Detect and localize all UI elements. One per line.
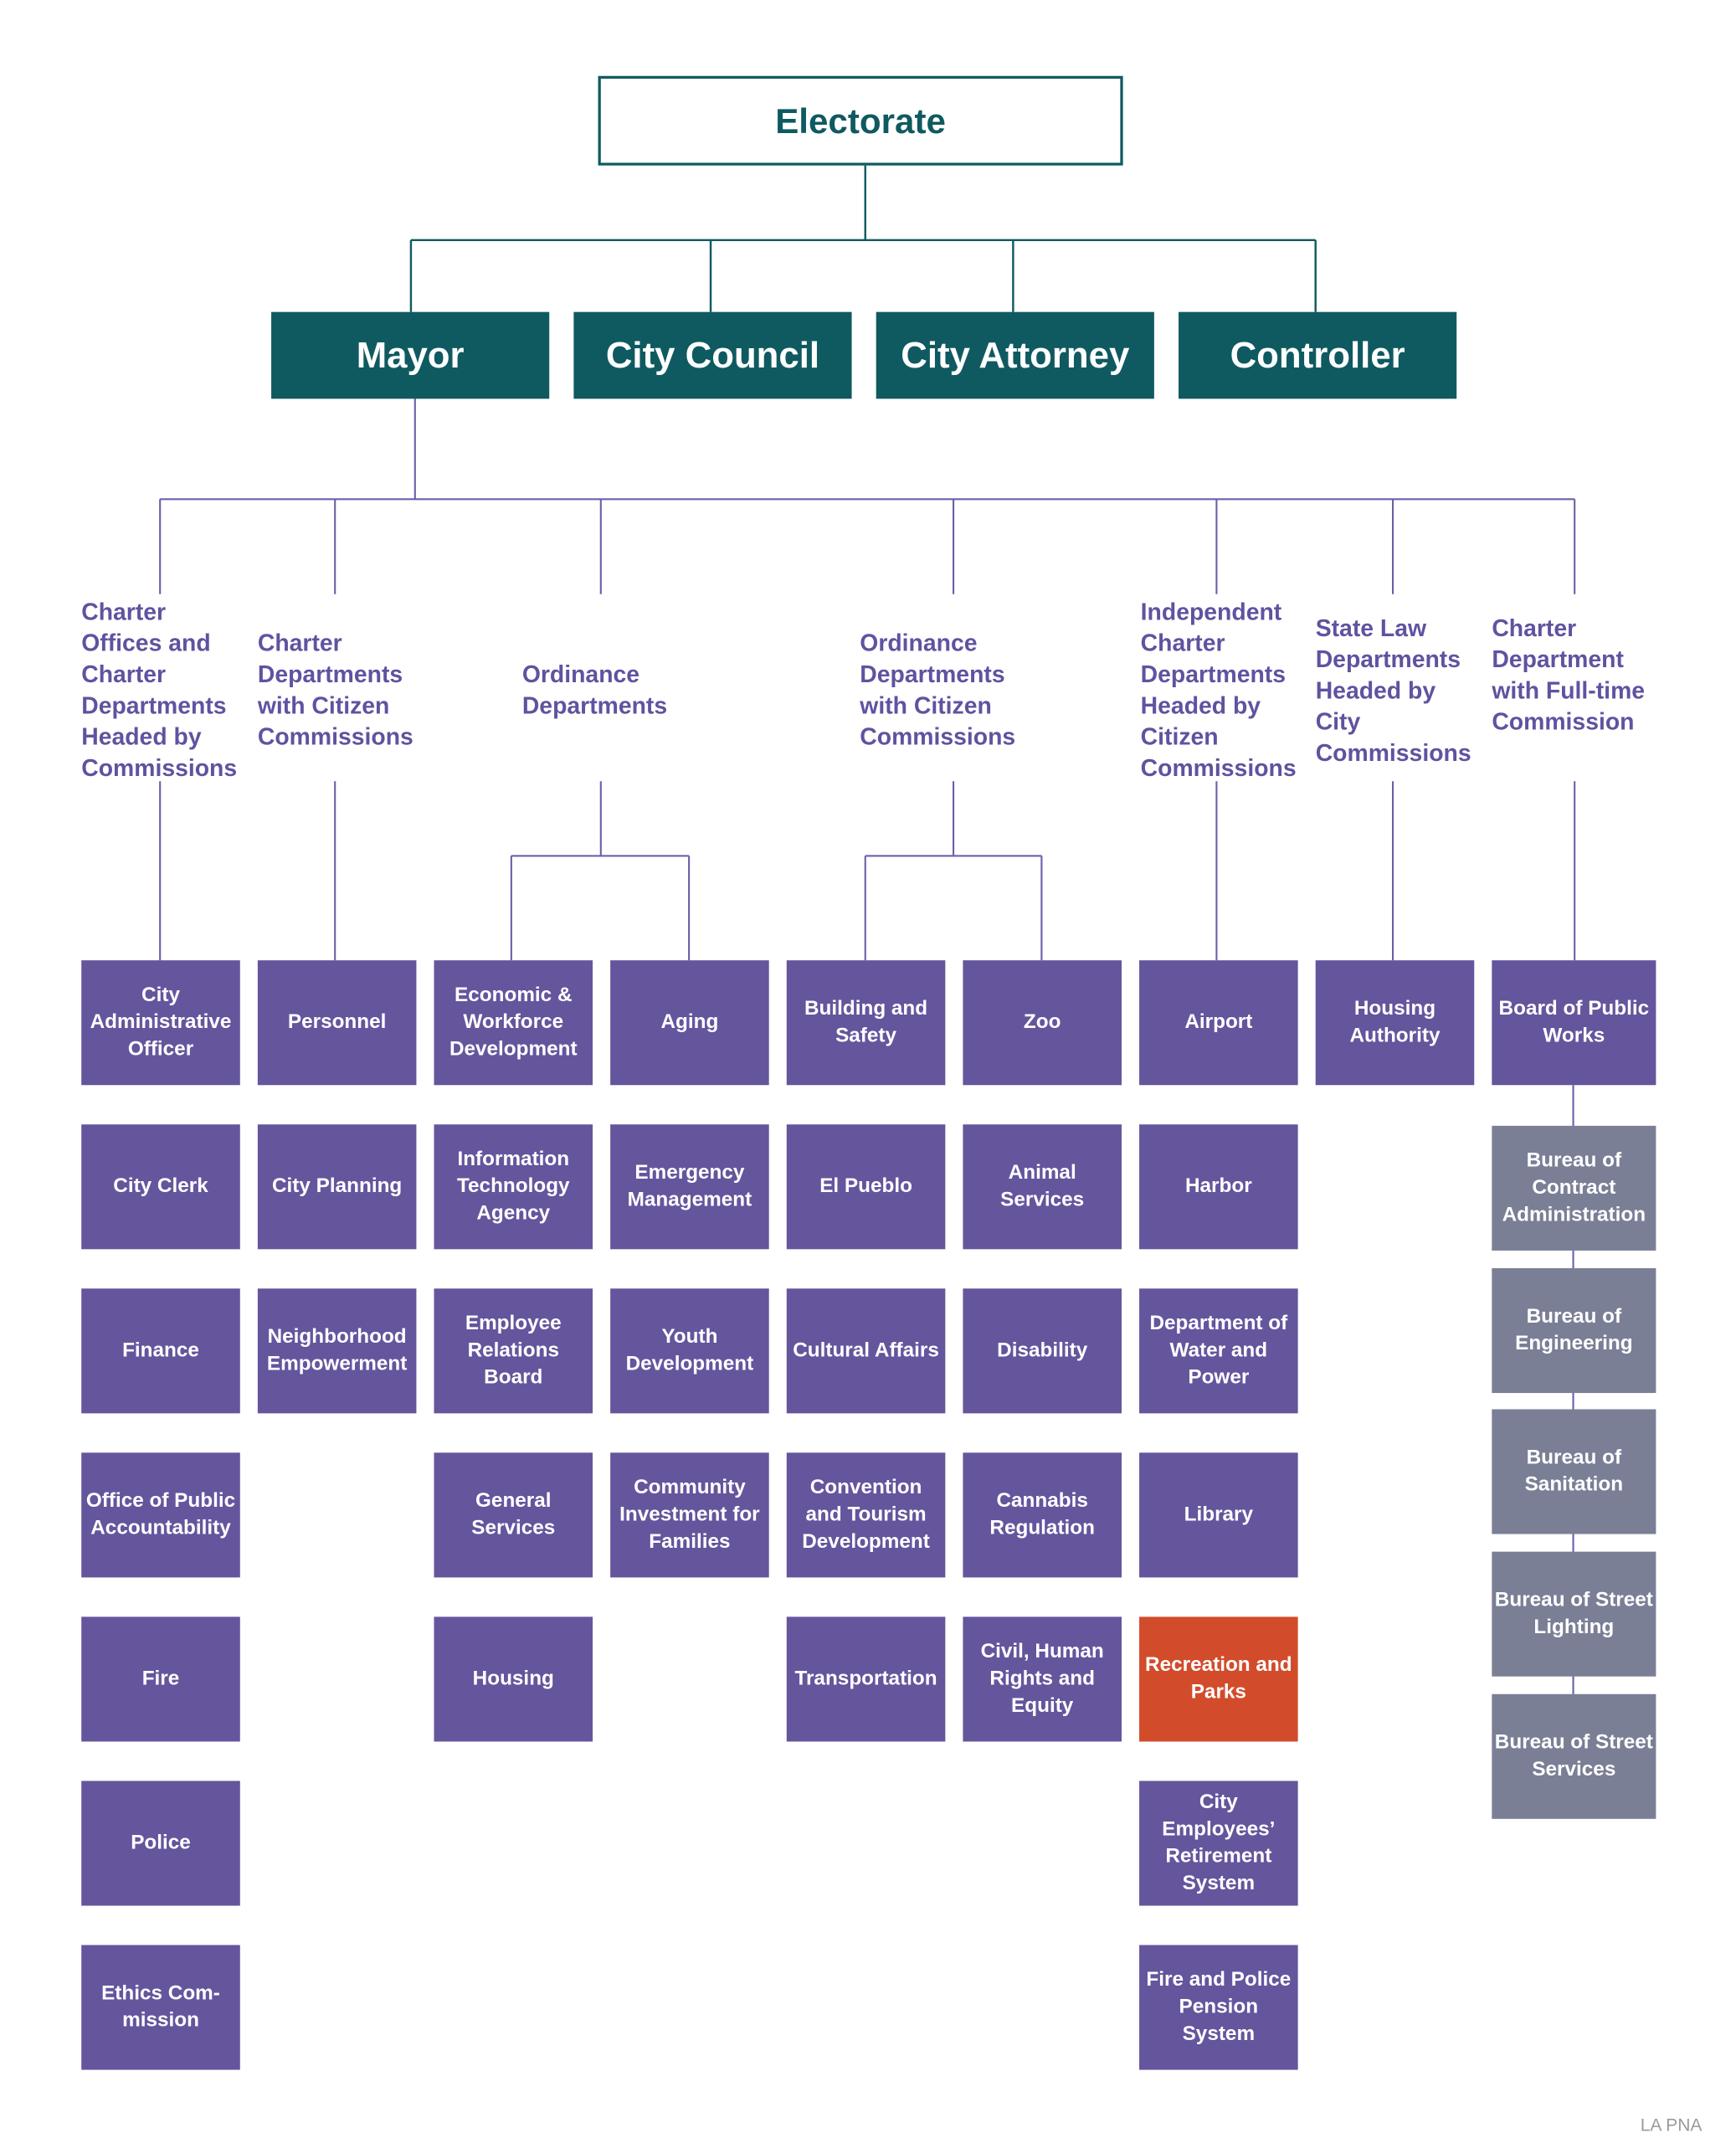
category-label: Ordinance Departments with Citizen Commi… [860,629,1016,751]
category-label: Charter Departments with Citizen Commiss… [257,629,413,751]
department-box: City Planning [257,1124,417,1250]
department-box: Community Investment for Families [610,1452,769,1578]
department-box: Emergency Management [610,1124,769,1250]
department-box: City Employees’ Retirement System [1139,1781,1298,1906]
department-box: Building and Safety [786,960,946,1086]
department-box: Zoo [963,960,1122,1086]
department-box: City Clerk [81,1124,240,1250]
category-label: Independent Charter Departments Headed b… [1140,598,1297,782]
department-box: Personnel [257,960,417,1086]
category-label: Charter Offices and Charter Departments … [81,598,238,782]
department-box: Library [1139,1452,1298,1578]
electorate-box: Electorate [598,75,1123,166]
department-box: City Administrative Officer [81,960,240,1086]
department-box: Transportation [786,1616,946,1742]
category-label: State Law Departments Headed by City Com… [1315,614,1471,767]
department-box: Finance [81,1288,240,1414]
department-box: Youth Development [610,1288,769,1414]
office-city-council: City Council [573,311,852,399]
bureau-box: Bureau of Contract Administration [1492,1125,1656,1251]
department-box: Cannabis Regulation [963,1452,1122,1578]
department-box: Airport [1139,960,1298,1086]
department-box: Fire and Police Pension System [1139,1945,1298,2070]
department-box: General Services [434,1452,593,1578]
department-box: Convention and Tourism Development [786,1452,946,1578]
credit-label: LA PNA [1640,2115,1703,2135]
bureau-box: Bureau of Street Services [1492,1693,1656,1819]
department-box: Housing [434,1616,593,1742]
category-label: Ordinance Departments [521,660,668,719]
department-box: Information Technology Agency [434,1124,593,1250]
office-controller: Controller [1179,311,1457,399]
department-box-highlighted: Recreation and Parks [1139,1616,1298,1742]
department-box: Board of Public Works [1492,960,1656,1086]
department-box: Neighborhood Empowerment [257,1288,417,1414]
department-box: Aging [610,960,769,1086]
department-box: El Pueblo [786,1124,946,1250]
bureau-box: Bureau of Street Lighting [1492,1551,1656,1677]
office-mayor: Mayor [271,311,550,399]
bureau-box: Bureau of Engineering [1492,1267,1656,1394]
department-box: Employee Relations Board [434,1288,593,1414]
office-city-attorney: City Attorney [876,311,1154,399]
department-box: Civil, Human Rights and Equity [963,1616,1122,1742]
department-box: Police [81,1781,240,1906]
department-box: Fire [81,1616,240,1742]
department-box: Harbor [1139,1124,1298,1250]
department-box: Ethics Com- mission [81,1945,240,2070]
category-label: Charter Department with Full-time Commis… [1492,614,1646,736]
bureau-box: Bureau of Sanitation [1492,1409,1656,1534]
department-box: Economic & Workforce Development [434,960,593,1086]
department-box: Disability [963,1288,1122,1414]
department-box: Department of Water and Power [1139,1288,1298,1414]
department-box: Office of Public Accountability [81,1452,240,1578]
department-box: Animal Services [963,1124,1122,1250]
department-box: Cultural Affairs [786,1288,946,1414]
department-box: Housing Authority [1315,960,1475,1086]
